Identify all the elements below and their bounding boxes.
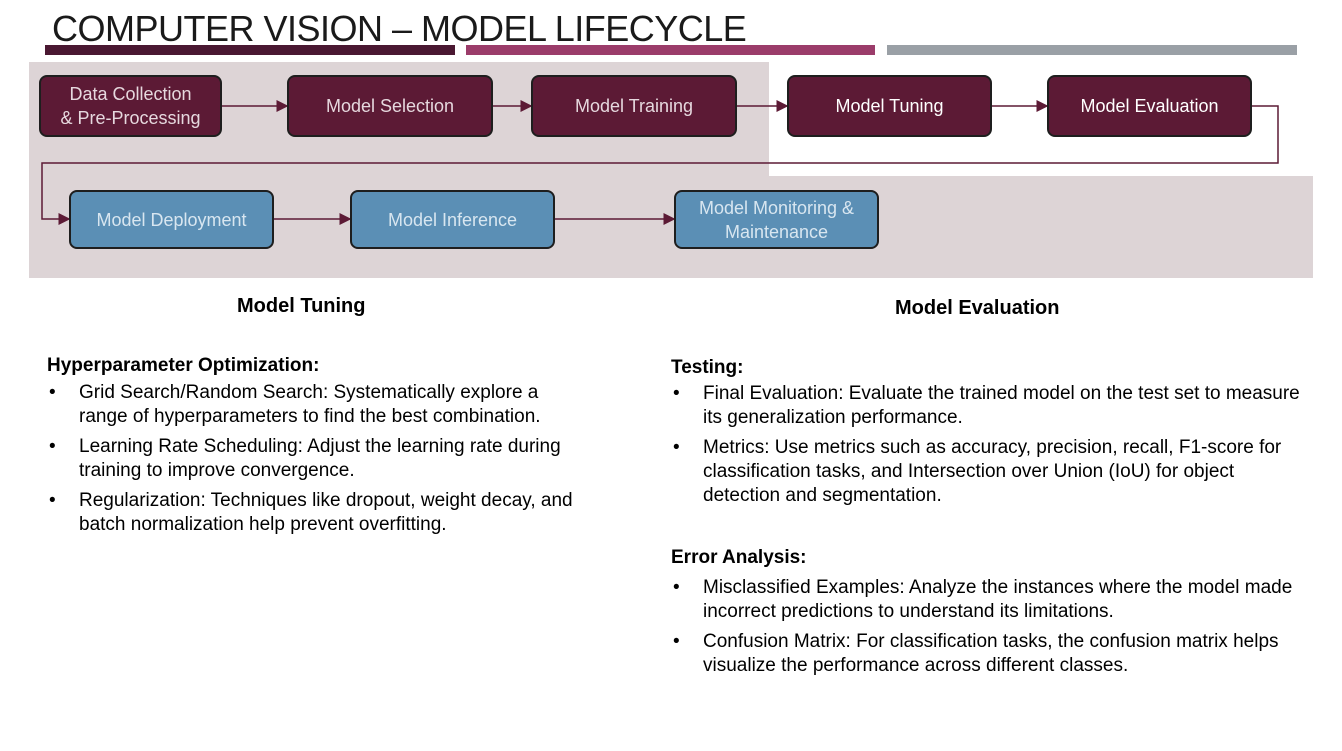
flow-node-model-tuning: Model Tuning xyxy=(787,75,992,137)
bullet-item: Learning Rate Scheduling: Adjust the lea… xyxy=(47,435,587,483)
error-analysis-bullet-list: Misclassified Examples: Analyze the inst… xyxy=(671,576,1301,684)
right-column-heading: Model Evaluation xyxy=(895,297,1060,319)
error-analysis-section-title: Error Analysis: xyxy=(671,547,807,568)
testing-section-title: Testing: xyxy=(671,357,744,378)
bullet-item: Final Evaluation: Evaluate the trained m… xyxy=(671,382,1301,430)
bullet-item: Metrics: Use metrics such as accuracy, p… xyxy=(671,436,1301,508)
flow-node-model-evaluation: Model Evaluation xyxy=(1047,75,1252,137)
flow-node-model-selection: Model Selection xyxy=(287,75,493,137)
title-accent-bar xyxy=(45,45,455,55)
testing-bullet-list: Final Evaluation: Evaluate the trained m… xyxy=(671,382,1301,514)
hyperparameter-section-title: Hyperparameter Optimization: xyxy=(47,355,320,376)
bullet-item: Grid Search/Random Search: Systematicall… xyxy=(47,381,587,429)
bullet-item: Confusion Matrix: For classification tas… xyxy=(671,630,1301,678)
connector-arrow xyxy=(41,105,1279,225)
bullet-item: Misclassified Examples: Analyze the inst… xyxy=(671,576,1301,624)
flow-node-model-monitoring: Model Monitoring & Maintenance xyxy=(674,190,879,249)
left-column-heading: Model Tuning xyxy=(237,295,366,317)
flow-node-model-training: Model Training xyxy=(531,75,737,137)
flow-node-data-collection: Data Collection & Pre-Processing xyxy=(39,75,222,137)
title-accent-bar xyxy=(887,45,1297,55)
flow-node-model-deployment: Model Deployment xyxy=(69,190,274,249)
flow-node-model-inference: Model Inference xyxy=(350,190,555,249)
bullet-item: Regularization: Techniques like dropout,… xyxy=(47,489,587,537)
hyperparameter-bullet-list: Grid Search/Random Search: Systematicall… xyxy=(47,381,587,543)
slide-title: COMPUTER VISION – MODEL LIFECYCLE xyxy=(52,8,747,49)
title-accent-bar xyxy=(466,45,875,55)
